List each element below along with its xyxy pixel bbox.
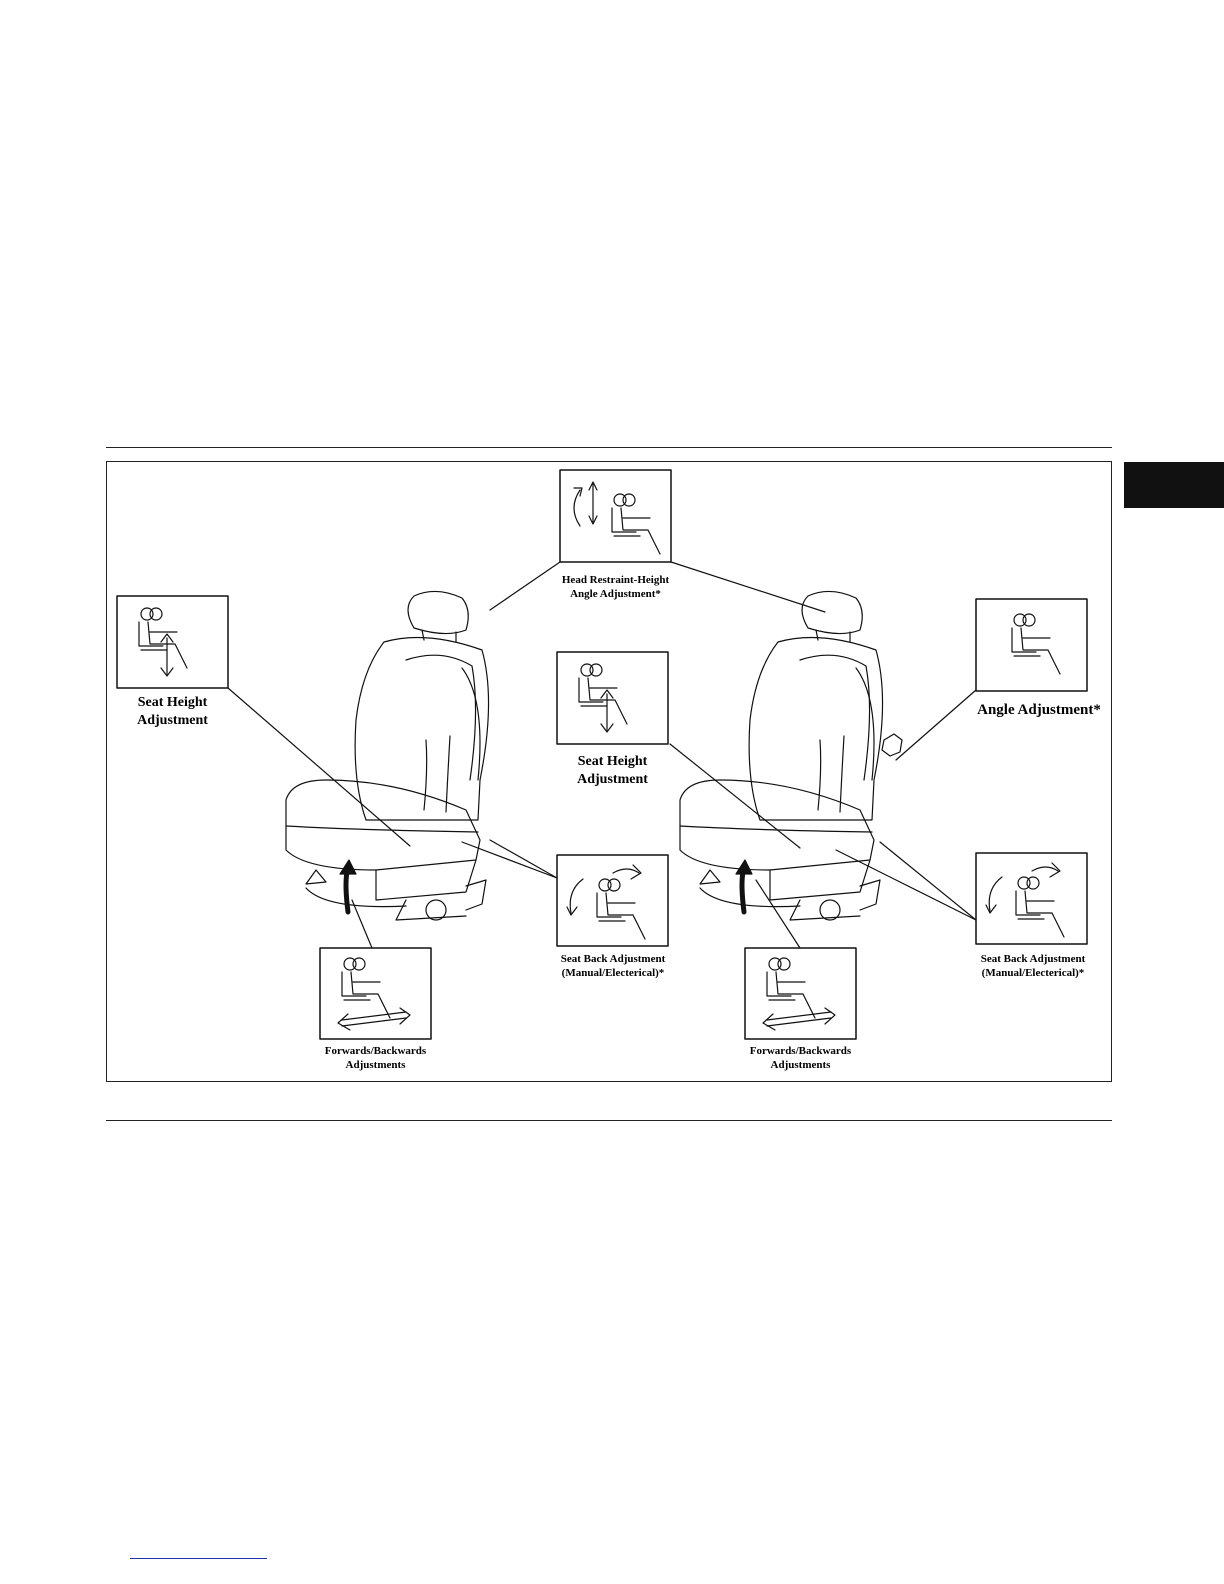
seat-height-left-label-line2: Adjustment — [117, 712, 228, 730]
seat-back-left-label: Seat Back Adjustment (Manual/Electerical… — [542, 953, 684, 981]
seat-height-center-label-line2: Adjustment — [547, 771, 678, 789]
angle-adjustment-label-text: Angle Adjustment* — [966, 701, 1112, 720]
fwd-left-label: Forwards/Backwards Adjustments — [300, 1045, 451, 1073]
head-restraint-label-line2: Angle Adjustment* — [540, 588, 691, 602]
fwd-right-label-line1: Forwards/Backwards — [725, 1045, 876, 1059]
seat-back-right-label: Seat Back Adjustment (Manual/Electerical… — [962, 953, 1104, 981]
angle-adjustment-label: Angle Adjustment* — [966, 701, 1112, 720]
fwd-right-label: Forwards/Backwards Adjustments — [725, 1045, 876, 1073]
seat-back-right-label-line2: (Manual/Electerical)* — [962, 967, 1104, 981]
seat-back-left-label-line1: Seat Back Adjustment — [542, 953, 684, 967]
footer-link-underline[interactable] — [130, 1558, 267, 1559]
seat-back-left-label-line2: (Manual/Electerical)* — [542, 967, 684, 981]
head-restraint-label-line1: Head Restraint-Height — [540, 574, 691, 588]
fwd-right-label-line2: Adjustments — [725, 1059, 876, 1073]
seat-back-right-label-line1: Seat Back Adjustment — [962, 953, 1104, 967]
seat-height-left-label-line1: Seat Height — [117, 694, 228, 712]
fwd-left-label-line2: Adjustments — [300, 1059, 451, 1073]
seat-height-left-label: Seat Height Adjustment — [117, 694, 228, 729]
fwd-left-label-line1: Forwards/Backwards — [300, 1045, 451, 1059]
head-restraint-label: Head Restraint-Height Angle Adjustment* — [540, 574, 691, 602]
seat-height-center-label: Seat Height Adjustment — [547, 753, 678, 788]
seat-height-center-label-line1: Seat Height — [547, 753, 678, 771]
